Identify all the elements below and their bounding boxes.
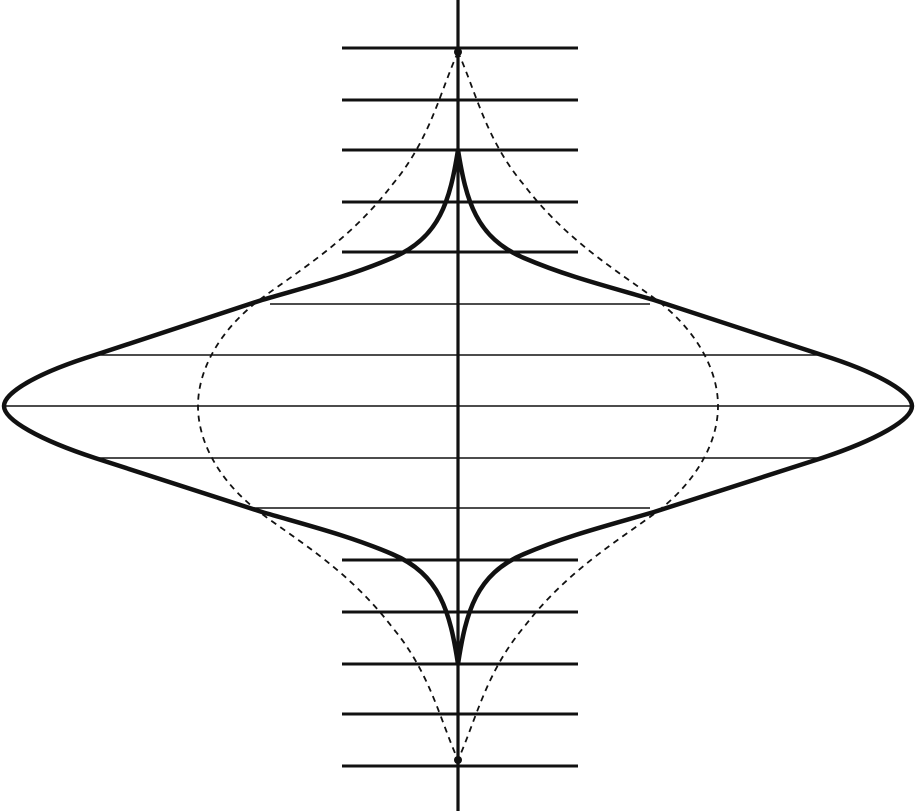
top-cusp-marker bbox=[454, 48, 462, 56]
bottom-cusp-marker bbox=[454, 756, 462, 764]
solid-profile-curve bbox=[1, 147, 915, 667]
